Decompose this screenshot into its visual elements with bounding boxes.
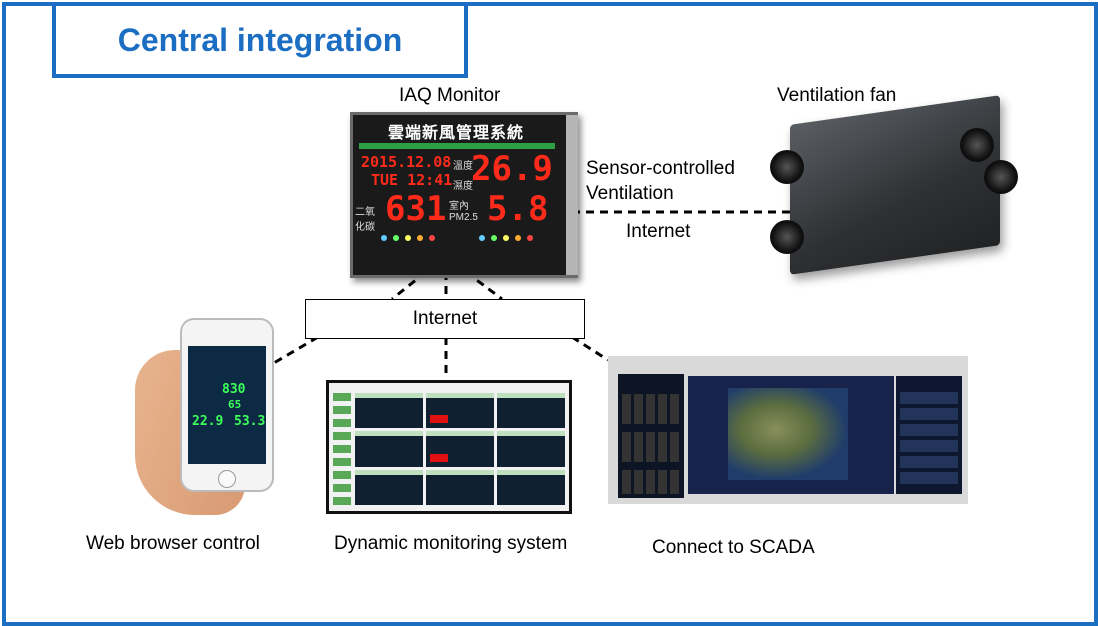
iaq-monitor-label: IAQ Monitor (399, 85, 501, 106)
page-title: Central integration (117, 21, 403, 58)
scada-main-screen (688, 376, 894, 494)
home-button-icon (218, 470, 236, 488)
monitoring-panel (355, 431, 423, 467)
iaq-monitor-device: 雲端新風管理系統 2015.12.08 TUE 12:41 溫度 濕度 26.9… (350, 112, 578, 278)
phone-value-1: 830 (222, 382, 246, 397)
hub-phone-line (261, 335, 319, 372)
temperature-readout: 26.9 (471, 149, 553, 189)
monitoring-panel (355, 469, 423, 505)
indicator-led (515, 235, 521, 241)
indicator-led (393, 235, 399, 241)
ventilation-fan-device (790, 95, 1000, 275)
smartphone-device: 830 65 22.9 53.3 (180, 318, 274, 492)
phone-screen: 830 65 22.9 53.3 (188, 346, 266, 464)
internet-fan-label: Internet (626, 221, 691, 242)
monitoring-panel (426, 393, 494, 429)
scada-video-wall (608, 356, 968, 504)
monitoring-sidebar (333, 393, 351, 505)
indicator-led (491, 235, 497, 241)
ventilation-label: Ventilation (586, 183, 674, 204)
indicator-led (429, 235, 435, 241)
scada-label: Connect to SCADA (652, 537, 815, 558)
phone-value-3: 22.9 (192, 414, 224, 429)
scada-mini-panel (900, 392, 958, 488)
fan-duct-port (770, 220, 804, 254)
scada-mini-panel (622, 432, 680, 462)
indicator-led (405, 235, 411, 241)
scada-mini-panel (622, 394, 680, 424)
monitoring-panel (355, 393, 423, 429)
monitor-time: TUE 12:41 (371, 171, 453, 189)
ventilation-fan-label: Ventilation fan (777, 85, 897, 106)
pm25-readout: 5.8 (487, 189, 549, 229)
hub-scada-line (571, 335, 609, 362)
indicator-led (479, 235, 485, 241)
fan-duct-port (770, 150, 804, 184)
web-browser-label: Web browser control (86, 533, 260, 554)
phone-value-2: 65 (228, 398, 242, 411)
internet-hub-box: Internet (305, 299, 585, 339)
monitoring-panel (497, 469, 565, 505)
scada-right-screen (896, 376, 962, 494)
indicator-led (527, 235, 533, 241)
sensor-controlled-label: Sensor-controlled (586, 158, 735, 179)
internet-hub-label: Internet (412, 308, 478, 329)
fan-duct-port (984, 160, 1018, 194)
humid-label: 濕度 (453, 181, 473, 192)
dynamic-monitoring-label: Dynamic monitoring system (334, 533, 568, 554)
indicator-led (417, 235, 423, 241)
monitor-status-bar (359, 143, 555, 149)
co2-readout: 631 (385, 189, 447, 229)
monitoring-panel (497, 393, 565, 429)
fan-duct-port (960, 128, 994, 162)
monitor-side-panel (566, 115, 578, 275)
temp-label: 溫度 (453, 161, 473, 172)
pm-label: 室內PM2.5 (449, 201, 478, 223)
monitoring-screen (326, 380, 572, 514)
co2-label: 二氧化碳 (355, 207, 375, 233)
monitoring-panel (426, 469, 494, 505)
scada-mini-panel (622, 470, 680, 494)
indicator-led (503, 235, 509, 241)
phone-value-4: 53.3 (234, 414, 266, 429)
scada-left-screen (618, 374, 684, 498)
monitor-date: 2015.12.08 (361, 153, 452, 171)
monitor-panel-title: 雲端新風管理系統 (387, 125, 524, 142)
indicator-led (381, 235, 387, 241)
scada-map (728, 388, 848, 480)
title-box: Central integration (52, 2, 468, 78)
monitoring-panel (426, 431, 494, 467)
monitoring-grid (355, 393, 565, 505)
monitoring-panel (497, 431, 565, 467)
